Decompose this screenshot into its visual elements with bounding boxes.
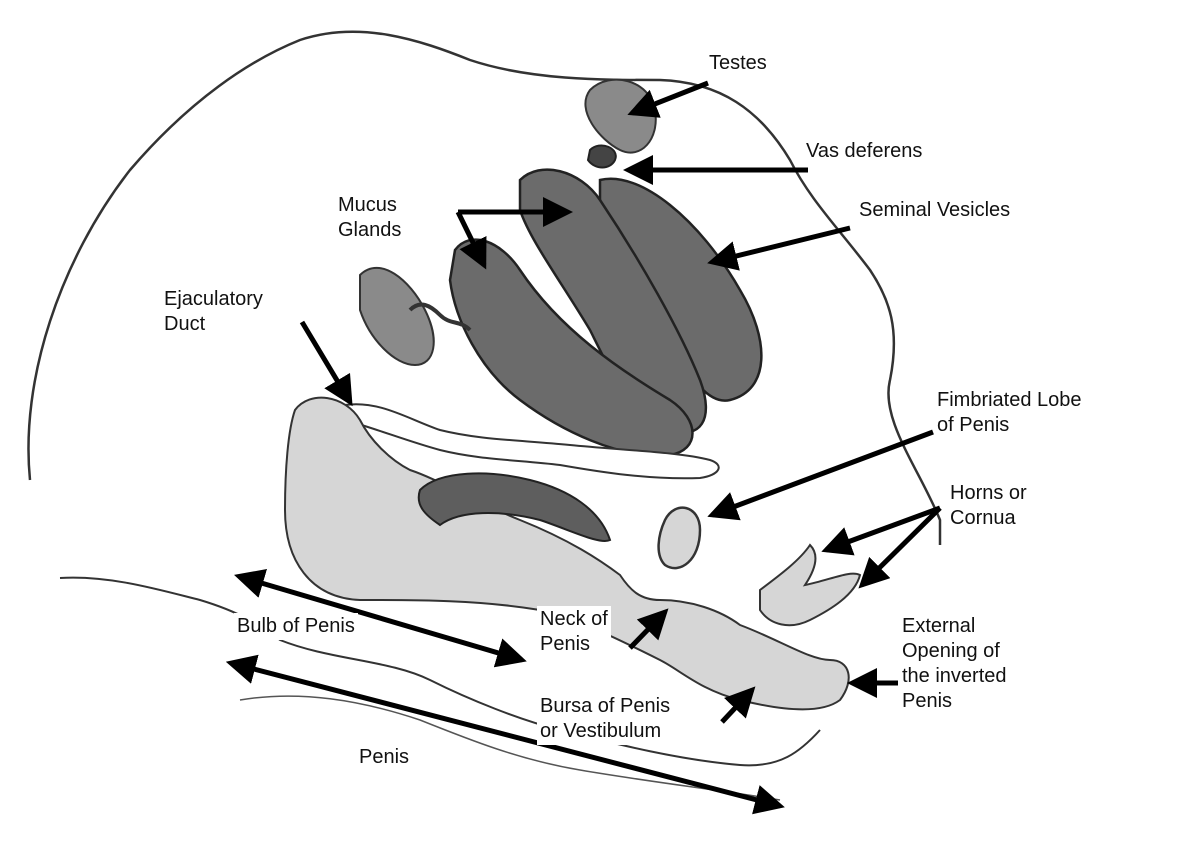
label-seminal-vesicles: Seminal Vesicles — [859, 199, 1011, 221]
arrow-horns-upper — [821, 505, 941, 556]
label-testes: Testes — [709, 52, 767, 74]
label-ejaculatory-duct: Ejaculatory Duct — [164, 288, 263, 335]
label-neck-of-penis: Neck of Penis — [537, 606, 611, 658]
fimbriated-lobe-shape — [657, 506, 702, 570]
coiled-duct — [408, 302, 472, 332]
vas-deferens-shape — [586, 144, 617, 169]
label-external-opening: External Opening of the inverted Penis — [899, 613, 1010, 715]
arrow-neck-of-penis — [628, 608, 669, 650]
label-arrows — [225, 80, 942, 815]
arrow-seminal-vesicles — [707, 225, 851, 271]
mucus-gland-lower — [448, 238, 694, 457]
arrow-bulb-of-penis — [234, 569, 527, 668]
label-bursa-of-penis: Bursa of Penis or Vestibulum — [537, 693, 674, 745]
body-outline — [27, 30, 942, 545]
ejaculatory-duct-shape — [344, 403, 720, 480]
small-gland-left — [359, 266, 435, 367]
arrow-ejaculatory-duct — [299, 320, 353, 407]
label-fimbriated-lobe: Fimbriated Lobe of Penis — [937, 389, 1082, 436]
arrow-mucus-glands-lower — [455, 210, 487, 270]
horns-shape — [759, 543, 862, 627]
label-bulb-of-penis: Bulb of Penis — [234, 613, 358, 640]
arrow-penis — [225, 654, 785, 815]
arrow-fimbriated-lobe — [707, 429, 934, 521]
label-mucus-glands: Mucus Glands — [338, 194, 402, 241]
dark-inner-tissue — [417, 472, 612, 542]
mucus-gland-upper — [518, 168, 708, 434]
label-vas-deferens: Vas deferens — [806, 140, 923, 162]
testes-shape — [584, 78, 657, 154]
arrow-horns-lower — [858, 506, 942, 589]
label-penis: Penis — [359, 746, 410, 768]
arrow-testes — [627, 80, 709, 118]
label-horns: Horns or Cornua — [950, 482, 1027, 529]
